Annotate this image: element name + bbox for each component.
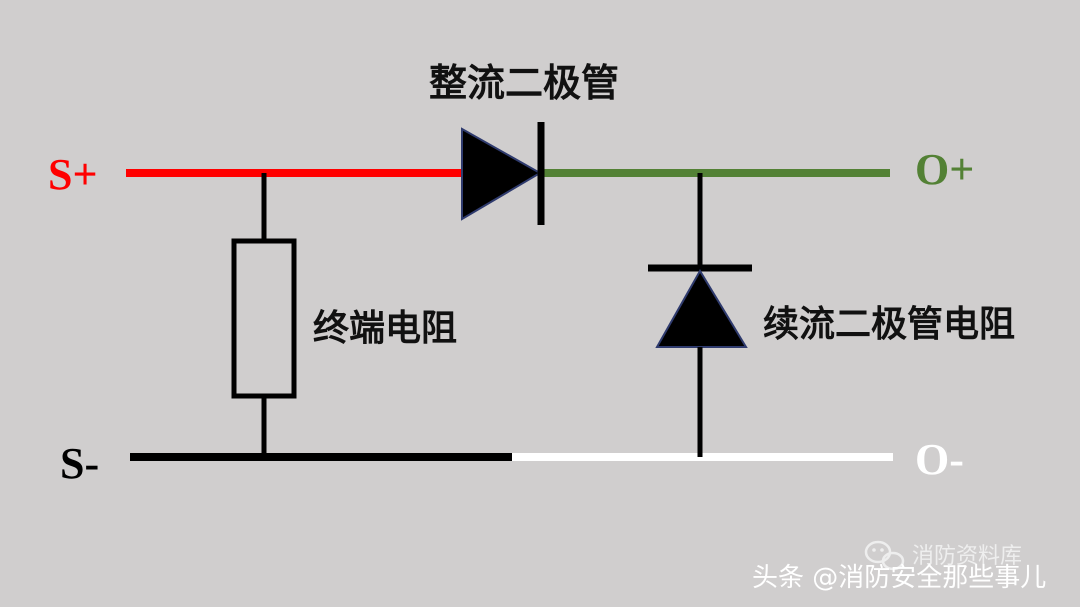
o-plus-terminal: O+	[915, 145, 974, 194]
rectifier-diode-label: 整流二极管	[429, 61, 619, 105]
watermark-byline: 头条 @消防安全那些事儿	[752, 563, 1046, 593]
s-minus-terminal: S-	[60, 439, 99, 488]
freewheel-diode-anode	[655, 269, 748, 348]
watermark-account: 消防资料库	[912, 544, 1022, 569]
o-minus-terminal: O-	[915, 435, 964, 484]
s-plus-terminal: S+	[48, 150, 98, 199]
termination-resistor-label: 终端电阻	[313, 308, 457, 349]
freewheeling-diode-resistor-label: 续流二极管电阻	[763, 304, 1015, 345]
wechat-icon	[864, 540, 905, 571]
termination-resistor	[231, 238, 297, 399]
rectifier-diode-anode	[461, 127, 543, 221]
